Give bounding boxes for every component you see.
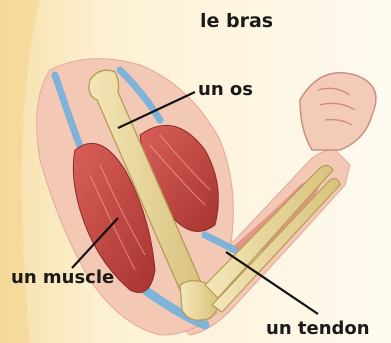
label-muscle: un muscle <box>11 267 114 288</box>
label-bone: un os <box>198 79 253 100</box>
diagram-title: le bras <box>200 10 273 32</box>
label-tendon: un tendon <box>266 318 370 339</box>
